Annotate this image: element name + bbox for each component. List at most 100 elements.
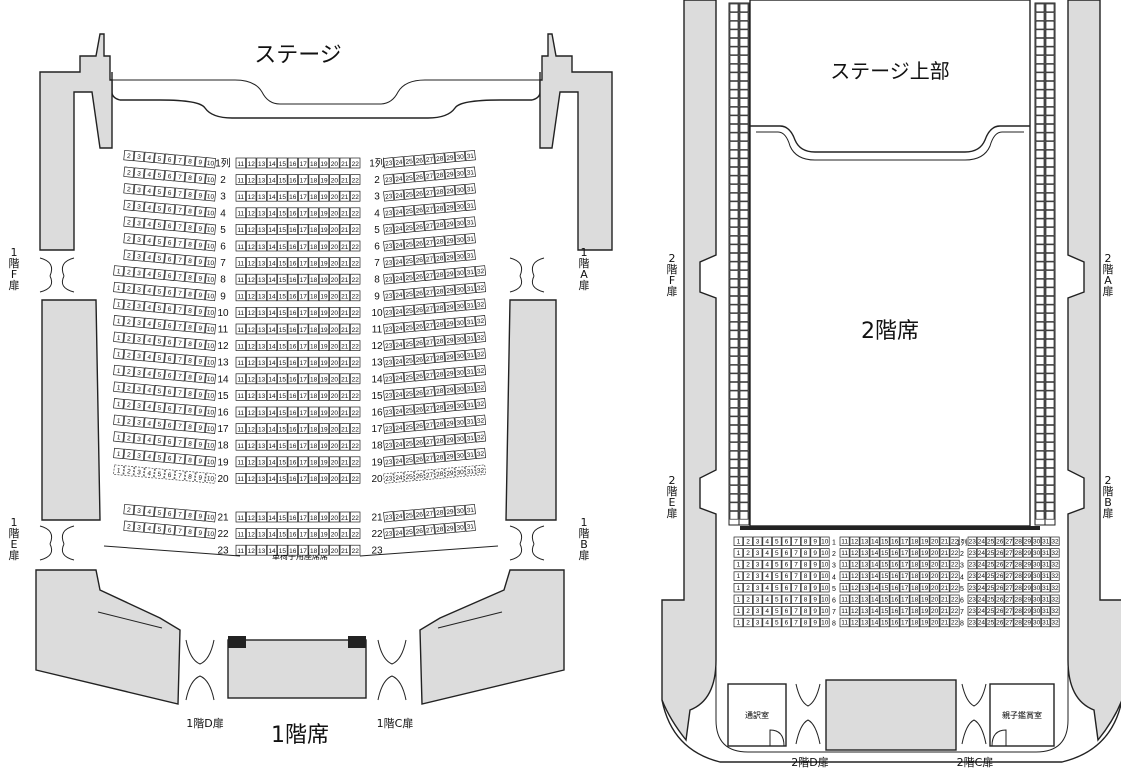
f1-seat-r16-c21[interactable]: 21 — [339, 406, 350, 418]
f1-seat-r12-l2[interactable]: 2 — [123, 332, 135, 344]
f1-seat-r8-l1[interactable]: 1 — [113, 265, 125, 277]
f1-seat-r15-l8[interactable]: 8 — [184, 387, 196, 399]
f1-seat-r17-c20[interactable]: 20 — [329, 423, 340, 434]
f1-seat-r5-r23[interactable]: 23 — [383, 223, 395, 235]
f2-side-seat[interactable] — [739, 261, 749, 271]
f1-seat-r22-c14[interactable]: 14 — [266, 528, 278, 539]
f1-seat-r14-l10[interactable]: 10 — [204, 372, 217, 385]
f1-seat-r13-r27[interactable]: 27 — [423, 352, 436, 364]
f1-seat-r11-l5[interactable]: 5 — [153, 318, 166, 330]
f2-seat-r1-c19[interactable]: 19 — [919, 536, 930, 546]
f1-seat-r14-c22[interactable]: 22 — [350, 373, 361, 385]
f1-seat-r21-r28[interactable]: 28 — [434, 506, 446, 518]
f1-seat-r20-c21[interactable]: 21 — [339, 473, 350, 484]
f1-seat-r2-l10[interactable]: 10 — [204, 173, 217, 185]
f1-seat-r16-c22[interactable]: 22 — [350, 406, 361, 418]
f1-seat-r17-l6[interactable]: 6 — [164, 419, 176, 431]
f2-side-seat[interactable] — [729, 124, 739, 133]
f1-seat-r5-l3[interactable]: 3 — [133, 217, 145, 229]
f1-seat-r18-c17[interactable]: 17 — [298, 439, 309, 451]
f2-side-seat[interactable] — [739, 321, 749, 331]
f1-seat-r8-l7[interactable]: 7 — [174, 270, 186, 282]
f2-side-seat[interactable] — [1045, 3, 1055, 13]
f2-seat-r4-c14[interactable]: 14 — [869, 571, 880, 581]
f1-seat-r22-l9[interactable]: 9 — [194, 526, 206, 539]
f1-seat-r9-r23[interactable]: 23 — [383, 289, 395, 302]
f1-seat-r6-r26[interactable]: 26 — [413, 237, 425, 249]
f1-seat-r16-c17[interactable]: 17 — [298, 406, 309, 418]
f1-seat-r3-r26[interactable]: 26 — [413, 187, 425, 199]
f1-seat-r17-l10[interactable]: 10 — [204, 422, 217, 434]
f2-seat-r4-c19[interactable]: 19 — [919, 571, 930, 581]
f1-seat-r4-c19[interactable]: 19 — [318, 207, 330, 219]
f1-seat-r9-c20[interactable]: 20 — [329, 290, 340, 302]
f1-seat-r10-l9[interactable]: 9 — [194, 305, 206, 317]
f2-seat-r6-c16[interactable]: 16 — [889, 594, 900, 604]
f1-seat-r21-l7[interactable]: 7 — [174, 508, 186, 520]
f2-side-seat[interactable] — [1045, 313, 1055, 322]
f1-seat-r15-r32[interactable]: 32 — [474, 381, 487, 393]
f2-seat-r1-l2[interactable]: 2 — [743, 536, 753, 546]
f1-seat-r4-l10[interactable]: 10 — [204, 206, 217, 219]
f1-seat-r22-c12[interactable]: 12 — [246, 528, 257, 539]
f1-seat-r21-l3[interactable]: 3 — [133, 504, 145, 517]
f1-seat-r22-r31[interactable]: 31 — [464, 520, 476, 532]
f1-seat-r6-r25[interactable]: 25 — [403, 238, 415, 250]
f2-side-seat[interactable] — [1045, 270, 1055, 279]
f1-seat-r17-l3[interactable]: 3 — [133, 416, 145, 428]
f2-seat-r2-l5[interactable]: 5 — [772, 548, 782, 558]
f1-seat-r21-l10[interactable]: 10 — [204, 511, 217, 523]
f1-seat-r7-l4[interactable]: 4 — [143, 251, 155, 263]
f1-seat-r2-r31[interactable]: 31 — [464, 166, 476, 178]
f1-seat-r22-l8[interactable]: 8 — [184, 525, 196, 538]
f2-seat-r1-l1[interactable]: 1 — [733, 536, 744, 546]
f2-seat-r8-c22[interactable]: 22 — [949, 617, 960, 628]
f1-seat-r2-c17[interactable]: 17 — [298, 174, 309, 185]
f1-seat-r23-c15[interactable]: 15 — [277, 544, 288, 556]
f1-seat-r14-l5[interactable]: 5 — [153, 368, 166, 380]
f2-seat-r2-l6[interactable]: 6 — [781, 548, 792, 558]
f2-seat-r1-l10[interactable]: 10 — [820, 536, 830, 546]
f1-seat-r16-r32[interactable]: 32 — [474, 398, 487, 410]
f1-seat-r1-c21[interactable]: 21 — [339, 157, 350, 169]
f1-seat-r4-c14[interactable]: 14 — [266, 207, 278, 219]
f1-seat-r11-c21[interactable]: 21 — [339, 323, 350, 335]
f2-seat-r1-l7[interactable]: 7 — [791, 536, 801, 546]
f2-side-seat[interactable] — [1035, 115, 1045, 124]
f2-side-seat[interactable] — [739, 175, 749, 185]
f1-seat-r16-r23[interactable]: 23 — [383, 406, 395, 418]
f1-seat-r2-r30[interactable]: 30 — [454, 167, 466, 179]
f2-side-seat[interactable] — [729, 235, 739, 245]
f2-seat-r4-l3[interactable]: 3 — [752, 571, 763, 581]
f1-seat-r18-c20[interactable]: 20 — [329, 439, 340, 451]
f1-seat-r5-c21[interactable]: 21 — [339, 224, 350, 235]
f1-seat-r5-c16[interactable]: 16 — [287, 224, 298, 235]
f2-seat-r2-l3[interactable]: 3 — [752, 548, 763, 558]
f1-seat-r11-c17[interactable]: 17 — [298, 323, 309, 335]
f2-side-seat[interactable] — [739, 12, 749, 21]
f1-seat-r11-c16[interactable]: 16 — [287, 323, 298, 335]
f1-seat-r5-r29[interactable]: 29 — [444, 218, 456, 230]
f1-seat-r1-l6[interactable]: 6 — [164, 153, 176, 165]
f2-seat-r3-c14[interactable]: 14 — [869, 559, 880, 570]
f1-seat-r8-c12[interactable]: 12 — [246, 273, 257, 285]
f1-seat-r4-r27[interactable]: 27 — [423, 203, 436, 215]
f1-seat-r9-l7[interactable]: 7 — [174, 287, 186, 299]
f2-seat-r2-l4[interactable]: 4 — [762, 548, 772, 558]
f1-seat-r7-l3[interactable]: 3 — [133, 250, 145, 262]
f2-seat-r2-l2[interactable]: 2 — [743, 548, 753, 558]
f2-seat-r7-l1[interactable]: 1 — [733, 606, 744, 616]
f2-side-seat[interactable] — [729, 330, 739, 339]
f2-seat-r6-c17[interactable]: 17 — [899, 594, 910, 604]
f2-side-seat[interactable] — [729, 511, 739, 520]
f2-seat-r3-r31[interactable]: 31 — [1041, 559, 1051, 570]
f1-seat-r4-r29[interactable]: 29 — [444, 201, 456, 213]
f1-seat-r18-l9[interactable]: 9 — [194, 438, 206, 450]
f1-seat-r3-l5[interactable]: 5 — [153, 185, 166, 198]
f1-seat-r12-c19[interactable]: 19 — [318, 340, 330, 351]
f2-seat-r5-r30[interactable]: 30 — [1032, 583, 1042, 593]
f2-seat-r6-r27[interactable]: 27 — [1004, 594, 1014, 604]
f1-seat-r23-c17[interactable]: 17 — [298, 544, 309, 556]
f1-seat-r8-r24[interactable]: 24 — [393, 272, 405, 284]
f2-side-seat[interactable] — [739, 450, 749, 460]
